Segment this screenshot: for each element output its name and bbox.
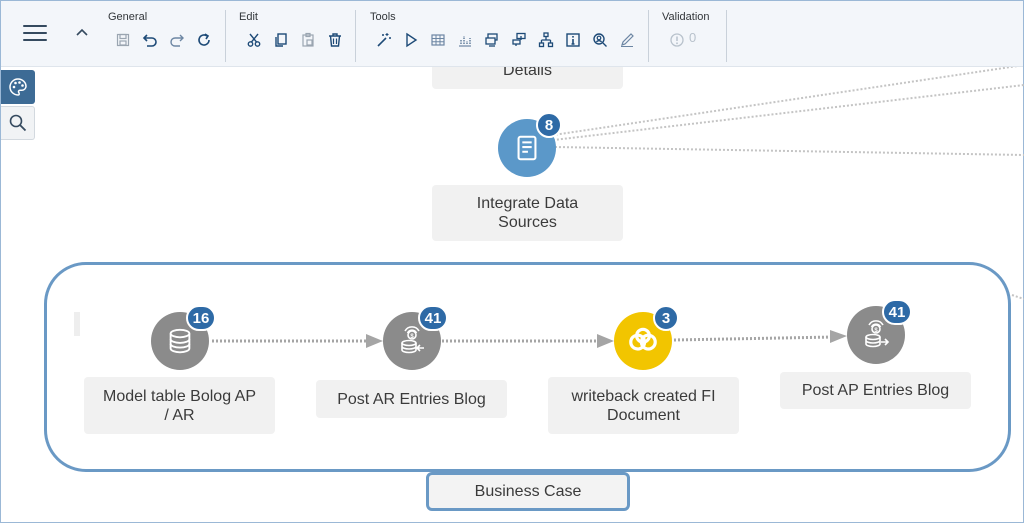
paste-icon — [302, 32, 314, 47]
node-label-details[interactable]: Details — [432, 67, 623, 89]
connector-line — [1011, 294, 1024, 300]
validation-count: 0 — [689, 30, 697, 45]
count-badge: 41 — [882, 299, 912, 325]
flow-connector — [673, 335, 835, 342]
story-canvas[interactable]: Details 8 Integrate Data Sources 16 Mode… — [0, 67, 1024, 523]
styling-panel-button[interactable] — [1, 70, 35, 104]
magic-wand-icon — [377, 33, 391, 47]
network-icon — [512, 32, 526, 46]
undo-button[interactable] — [141, 31, 159, 49]
trash-icon — [329, 33, 341, 47]
label-line: writeback created FI — [571, 387, 716, 405]
node-label-model-table[interactable]: Model table Bolog AP / AR — [84, 377, 275, 434]
search-icon — [9, 114, 26, 132]
count-badge: 16 — [186, 305, 216, 331]
toolbar-group-tools: Tools — [370, 11, 396, 23]
save-icon — [116, 33, 130, 47]
node-label-post-ar[interactable]: Post AR Entries Blog — [316, 380, 507, 418]
integrate-data-node[interactable] — [498, 119, 556, 177]
copy-icon — [275, 33, 287, 47]
pencil-icon — [621, 33, 634, 47]
toolbar-separator — [355, 10, 356, 62]
search-button[interactable] — [1, 106, 35, 140]
count-badge: 8 — [536, 112, 562, 138]
group-handle — [74, 312, 80, 336]
chart-button[interactable] — [456, 31, 474, 49]
connector-lines — [212, 67, 1024, 348]
toolbar: General Edit Tools — [1, 1, 1023, 67]
money-transfer-icon: $ — [865, 320, 890, 348]
data-layer-button[interactable] — [483, 31, 501, 49]
play-icon — [406, 32, 418, 48]
database-icon — [169, 328, 191, 354]
model-table-node[interactable] — [151, 312, 209, 370]
connector-line — [539, 67, 1018, 138]
toolbar-group-edit: Edit — [239, 11, 258, 23]
search-user-button[interactable] — [591, 31, 609, 49]
label-line: Model table Bolog AP — [103, 387, 256, 405]
arrow-head-icon — [830, 330, 847, 343]
hierarchy-button[interactable] — [537, 31, 555, 49]
redo-button[interactable] — [168, 31, 186, 49]
hierarchy-icon — [538, 32, 554, 48]
paste-button[interactable] — [299, 31, 317, 49]
arrow-head-icon — [597, 334, 614, 348]
group-label-business-case[interactable]: Business Case — [426, 472, 630, 511]
business-case-group[interactable] — [44, 262, 1011, 472]
collapse-toolbar-button[interactable] — [74, 25, 90, 41]
chevron-up-icon — [76, 28, 88, 36]
arrow-head-icon — [366, 334, 383, 348]
toolbar-separator — [225, 10, 226, 62]
connector-line — [554, 146, 1024, 156]
redo-icon — [170, 34, 184, 47]
toolbar-separator — [726, 10, 727, 62]
palette-icon — [9, 78, 27, 96]
label-line: Integrate Data — [476, 195, 579, 212]
chart-icon — [459, 36, 471, 47]
cut-button[interactable] — [245, 31, 263, 49]
delete-button[interactable] — [326, 31, 344, 49]
node-label-post-ap[interactable]: Post AP Entries Blog — [780, 372, 971, 409]
table-button[interactable] — [429, 31, 447, 49]
document-icon — [517, 135, 537, 161]
validation-button[interactable] — [668, 31, 686, 49]
node-label-writeback[interactable]: writeback created FI Document — [548, 377, 739, 434]
copy-button[interactable] — [272, 31, 290, 49]
count-badge: 41 — [418, 305, 448, 331]
info-icon — [566, 33, 580, 47]
undo-icon — [142, 34, 157, 47]
edit-button[interactable] — [618, 31, 636, 49]
connector-line — [544, 84, 1024, 142]
label-line: Sources — [498, 214, 557, 231]
count-badge: 3 — [653, 305, 679, 331]
layers-icon — [485, 33, 498, 47]
svg-text:$: $ — [410, 334, 414, 340]
toolbar-separator — [648, 10, 649, 62]
link-icon — [629, 327, 657, 351]
node-label-integrate-data[interactable]: Integrate Data Sources — [432, 185, 623, 241]
network-button[interactable] — [510, 31, 528, 49]
save-button[interactable] — [114, 31, 132, 49]
run-button[interactable] — [402, 31, 420, 49]
auto-layout-button[interactable] — [375, 31, 393, 49]
warning-circle-icon — [670, 33, 684, 47]
table-icon — [431, 34, 445, 46]
info-button[interactable] — [564, 31, 582, 49]
scissors-icon — [247, 33, 261, 47]
refresh-button[interactable] — [195, 31, 213, 49]
svg-text:$: $ — [874, 328, 878, 334]
menu-icon[interactable] — [23, 25, 47, 43]
money-transfer-icon: $ — [401, 326, 424, 354]
label-line: / AR — [164, 406, 195, 424]
label-line: Document — [607, 406, 680, 424]
user-search-icon — [593, 33, 607, 47]
refresh-icon — [198, 33, 210, 46]
toolbar-group-general: General — [108, 11, 148, 23]
toolbar-group-validation: Validation — [662, 11, 710, 23]
